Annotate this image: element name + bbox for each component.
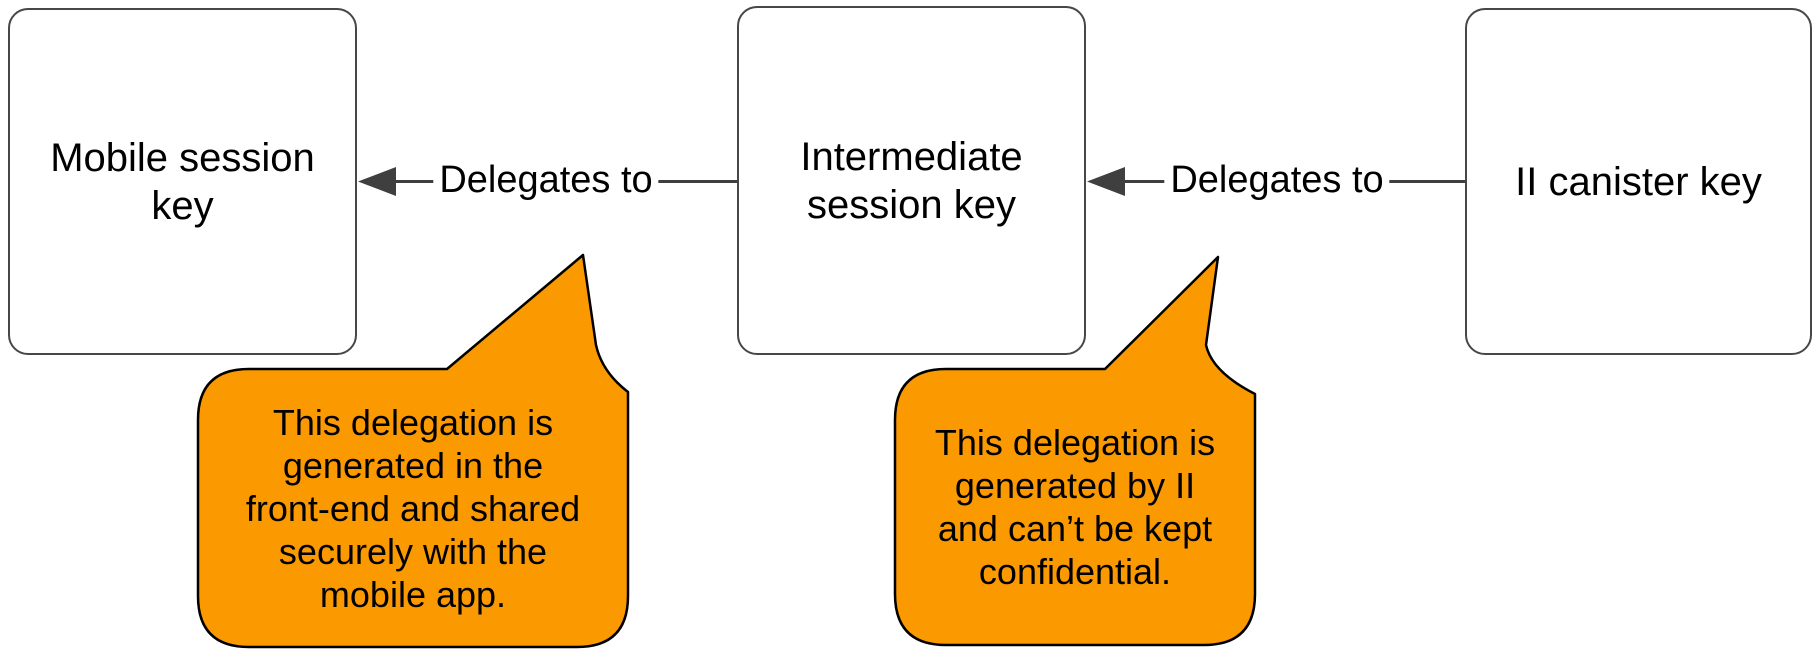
box-ii-canister-key-label: II canister key — [1515, 159, 1762, 204]
connector-2-arrowhead-icon — [1087, 167, 1125, 196]
connector-2-label: Delegates to — [1164, 159, 1390, 203]
box-intermediate-session-key-label: Intermediate session key — [800, 134, 1023, 227]
box-mobile-session-key: Mobile session key — [8, 8, 357, 355]
callout-2-bubble — [893, 255, 1257, 647]
box-intermediate-session-key: Intermediate session key — [737, 6, 1086, 355]
box-ii-canister-key: II canister key — [1465, 8, 1812, 355]
box-mobile-session-key-label: Mobile session key — [50, 135, 315, 228]
connector-1-label: Delegates to — [433, 159, 659, 203]
callout-1-bubble — [196, 253, 630, 649]
connector-1-arrowhead-icon — [358, 167, 396, 196]
